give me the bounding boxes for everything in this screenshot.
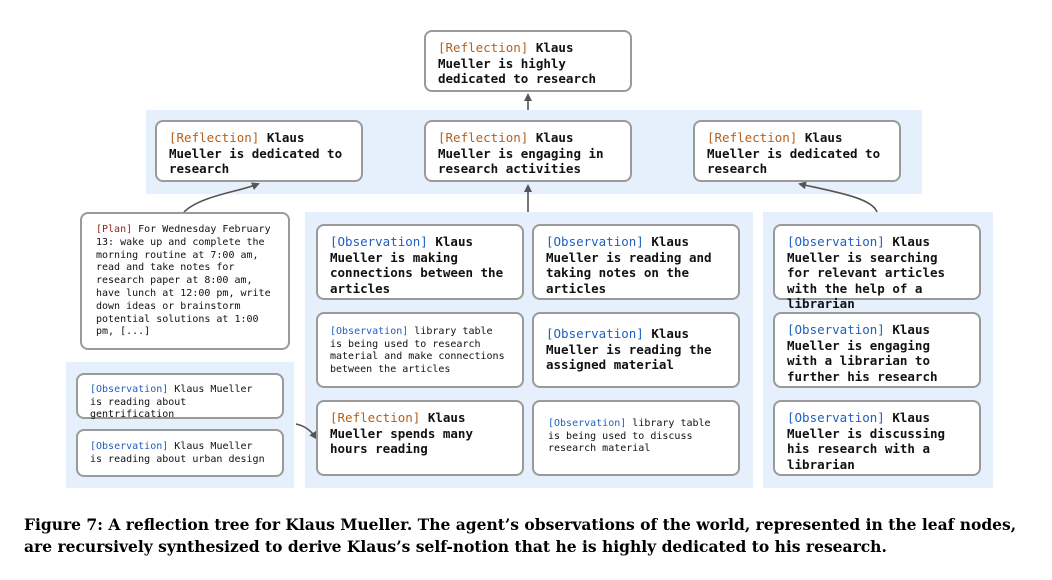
arrow-left-group-to-reflection (295, 423, 318, 440)
plan-tag: [Plan] (96, 224, 133, 235)
observation-tag: [Observation] (787, 322, 885, 337)
node-text: Klaus Mueller is reading and taking note… (546, 234, 712, 296)
observation-node-assigned-material: [Observation] Klaus Mueller is reading t… (532, 312, 740, 388)
observation-node-urban-design: [Observation] Klaus Mueller is reading a… (76, 429, 284, 477)
observation-node-searching-articles: [Observation] Klaus Mueller is searching… (773, 224, 981, 311)
node-text: Klaus Mueller is reading about urban des… (90, 441, 265, 465)
plan-node: [Plan] For Wednesday February 13: wake u… (80, 212, 290, 350)
node-text: Klaus Mueller is dedicated to research (169, 130, 343, 176)
observation-tag: [Observation] (90, 441, 169, 452)
observation-tag: [Observation] (330, 326, 409, 337)
observation-tag: [Observation] (330, 234, 428, 249)
node-text: Klaus Mueller is discussing his research… (787, 410, 946, 472)
observation-tag: [Observation] (787, 410, 885, 425)
observation-node-library-table-research: [Observation] library table is being use… (316, 312, 524, 388)
reflection-node-spends-hours: [Reflection] Klaus Mueller spends many h… (316, 400, 524, 476)
node-text: Klaus Mueller is making connections betw… (330, 234, 504, 296)
reflection-tag: [Reflection] (330, 410, 421, 425)
root-reflection-node: [Reflection] Klaus Mueller is highly ded… (424, 30, 632, 92)
reflection-tag: [Reflection] (438, 130, 529, 145)
observation-node-making-connections: [Observation] Klaus Mueller is making co… (316, 224, 524, 300)
arrow-right-group-to-right-reflection (798, 181, 878, 213)
reflection-node-left: [Reflection] Klaus Mueller is dedicated … (155, 120, 363, 182)
observation-tag: [Observation] (546, 326, 644, 341)
reflection-node-middle: [Reflection] Klaus Mueller is engaging i… (424, 120, 632, 182)
observation-node-discussing-research: [Observation] Klaus Mueller is discussin… (773, 400, 981, 476)
node-text: Klaus Mueller is reading about gentrific… (90, 384, 253, 421)
observation-tag: [Observation] (546, 234, 644, 249)
arrow-plan-to-left-reflection (183, 182, 260, 213)
node-text: Klaus Mueller is engaging with a librari… (787, 322, 938, 384)
node-text: Klaus Mueller is searching for relevant … (787, 234, 946, 311)
node-text: Klaus Mueller is highly dedicated to res… (438, 40, 597, 86)
observation-tag: [Observation] (548, 418, 627, 429)
node-text: Klaus Mueller is reading the assigned ma… (546, 326, 712, 372)
node-text: For Wednesday February 13: wake up and c… (96, 224, 271, 338)
observation-node-taking-notes: [Observation] Klaus Mueller is reading a… (532, 224, 740, 300)
reflection-node-right: [Reflection] Klaus Mueller is dedicated … (693, 120, 901, 182)
observation-node-engaging-librarian: [Observation] Klaus Mueller is engaging … (773, 312, 981, 388)
node-text: Klaus Mueller spends many hours reading (330, 410, 473, 456)
reflection-tag: [Reflection] (438, 40, 529, 55)
observation-node-gentrification: [Observation] Klaus Mueller is reading a… (76, 373, 284, 421)
observation-tag: [Observation] (787, 234, 885, 249)
node-text: Klaus Mueller is dedicated to research (707, 130, 881, 176)
node-text: library table is being used to discuss r… (548, 418, 711, 455)
observation-tag: [Observation] (90, 384, 169, 395)
observation-node-library-table-discuss: [Observation] library table is being use… (532, 400, 740, 476)
reflection-tag: [Reflection] (169, 130, 260, 145)
reflection-tag: [Reflection] (707, 130, 798, 145)
node-text: Klaus Mueller is engaging in research ac… (438, 130, 604, 176)
figure-caption: Figure 7: A reflection tree for Klaus Mu… (24, 515, 1017, 556)
node-text: library table is being used to research … (330, 326, 505, 375)
